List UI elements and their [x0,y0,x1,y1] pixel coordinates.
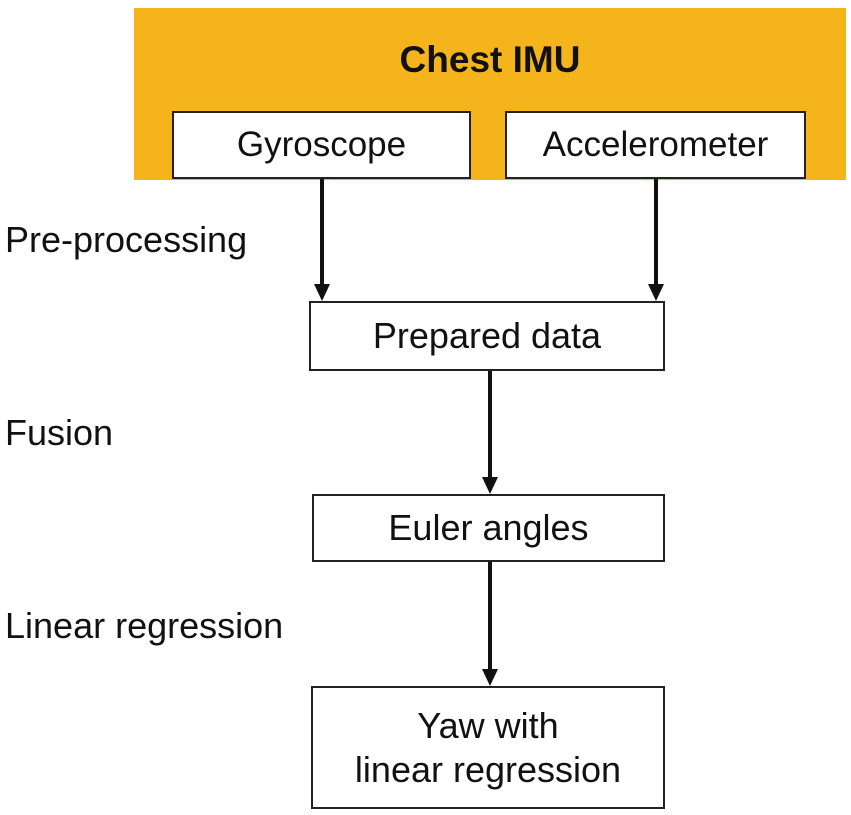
arrowhead-accelerometer [648,284,664,301]
yaw-box: Yaw with linear regression [311,686,665,809]
gyroscope-label: Gyroscope [236,125,407,164]
yaw-label-line2: linear regression [354,748,622,790]
prepared-data-box: Prepared data [309,301,665,371]
arrowhead-gyroscope [314,284,330,301]
prepared-data-label: Prepared data [372,315,602,356]
gyroscope-box: Gyroscope [172,111,471,179]
accelerometer-label: Accelerometer [542,125,769,164]
arrowhead-prepared [482,477,498,494]
accelerometer-box: Accelerometer [505,111,806,179]
yaw-label-line1: Yaw with [417,704,559,746]
arrowhead-euler [482,669,498,686]
euler-angles-label: Euler angles [388,507,589,548]
stage-label-linear-regression: Linear regression [5,605,284,646]
stage-label-preprocessing: Pre-processing [5,219,248,260]
stage-label-fusion: Fusion [5,412,114,453]
chest-imu-title: Chest IMU [399,39,581,80]
euler-angles-box: Euler angles [312,494,665,562]
